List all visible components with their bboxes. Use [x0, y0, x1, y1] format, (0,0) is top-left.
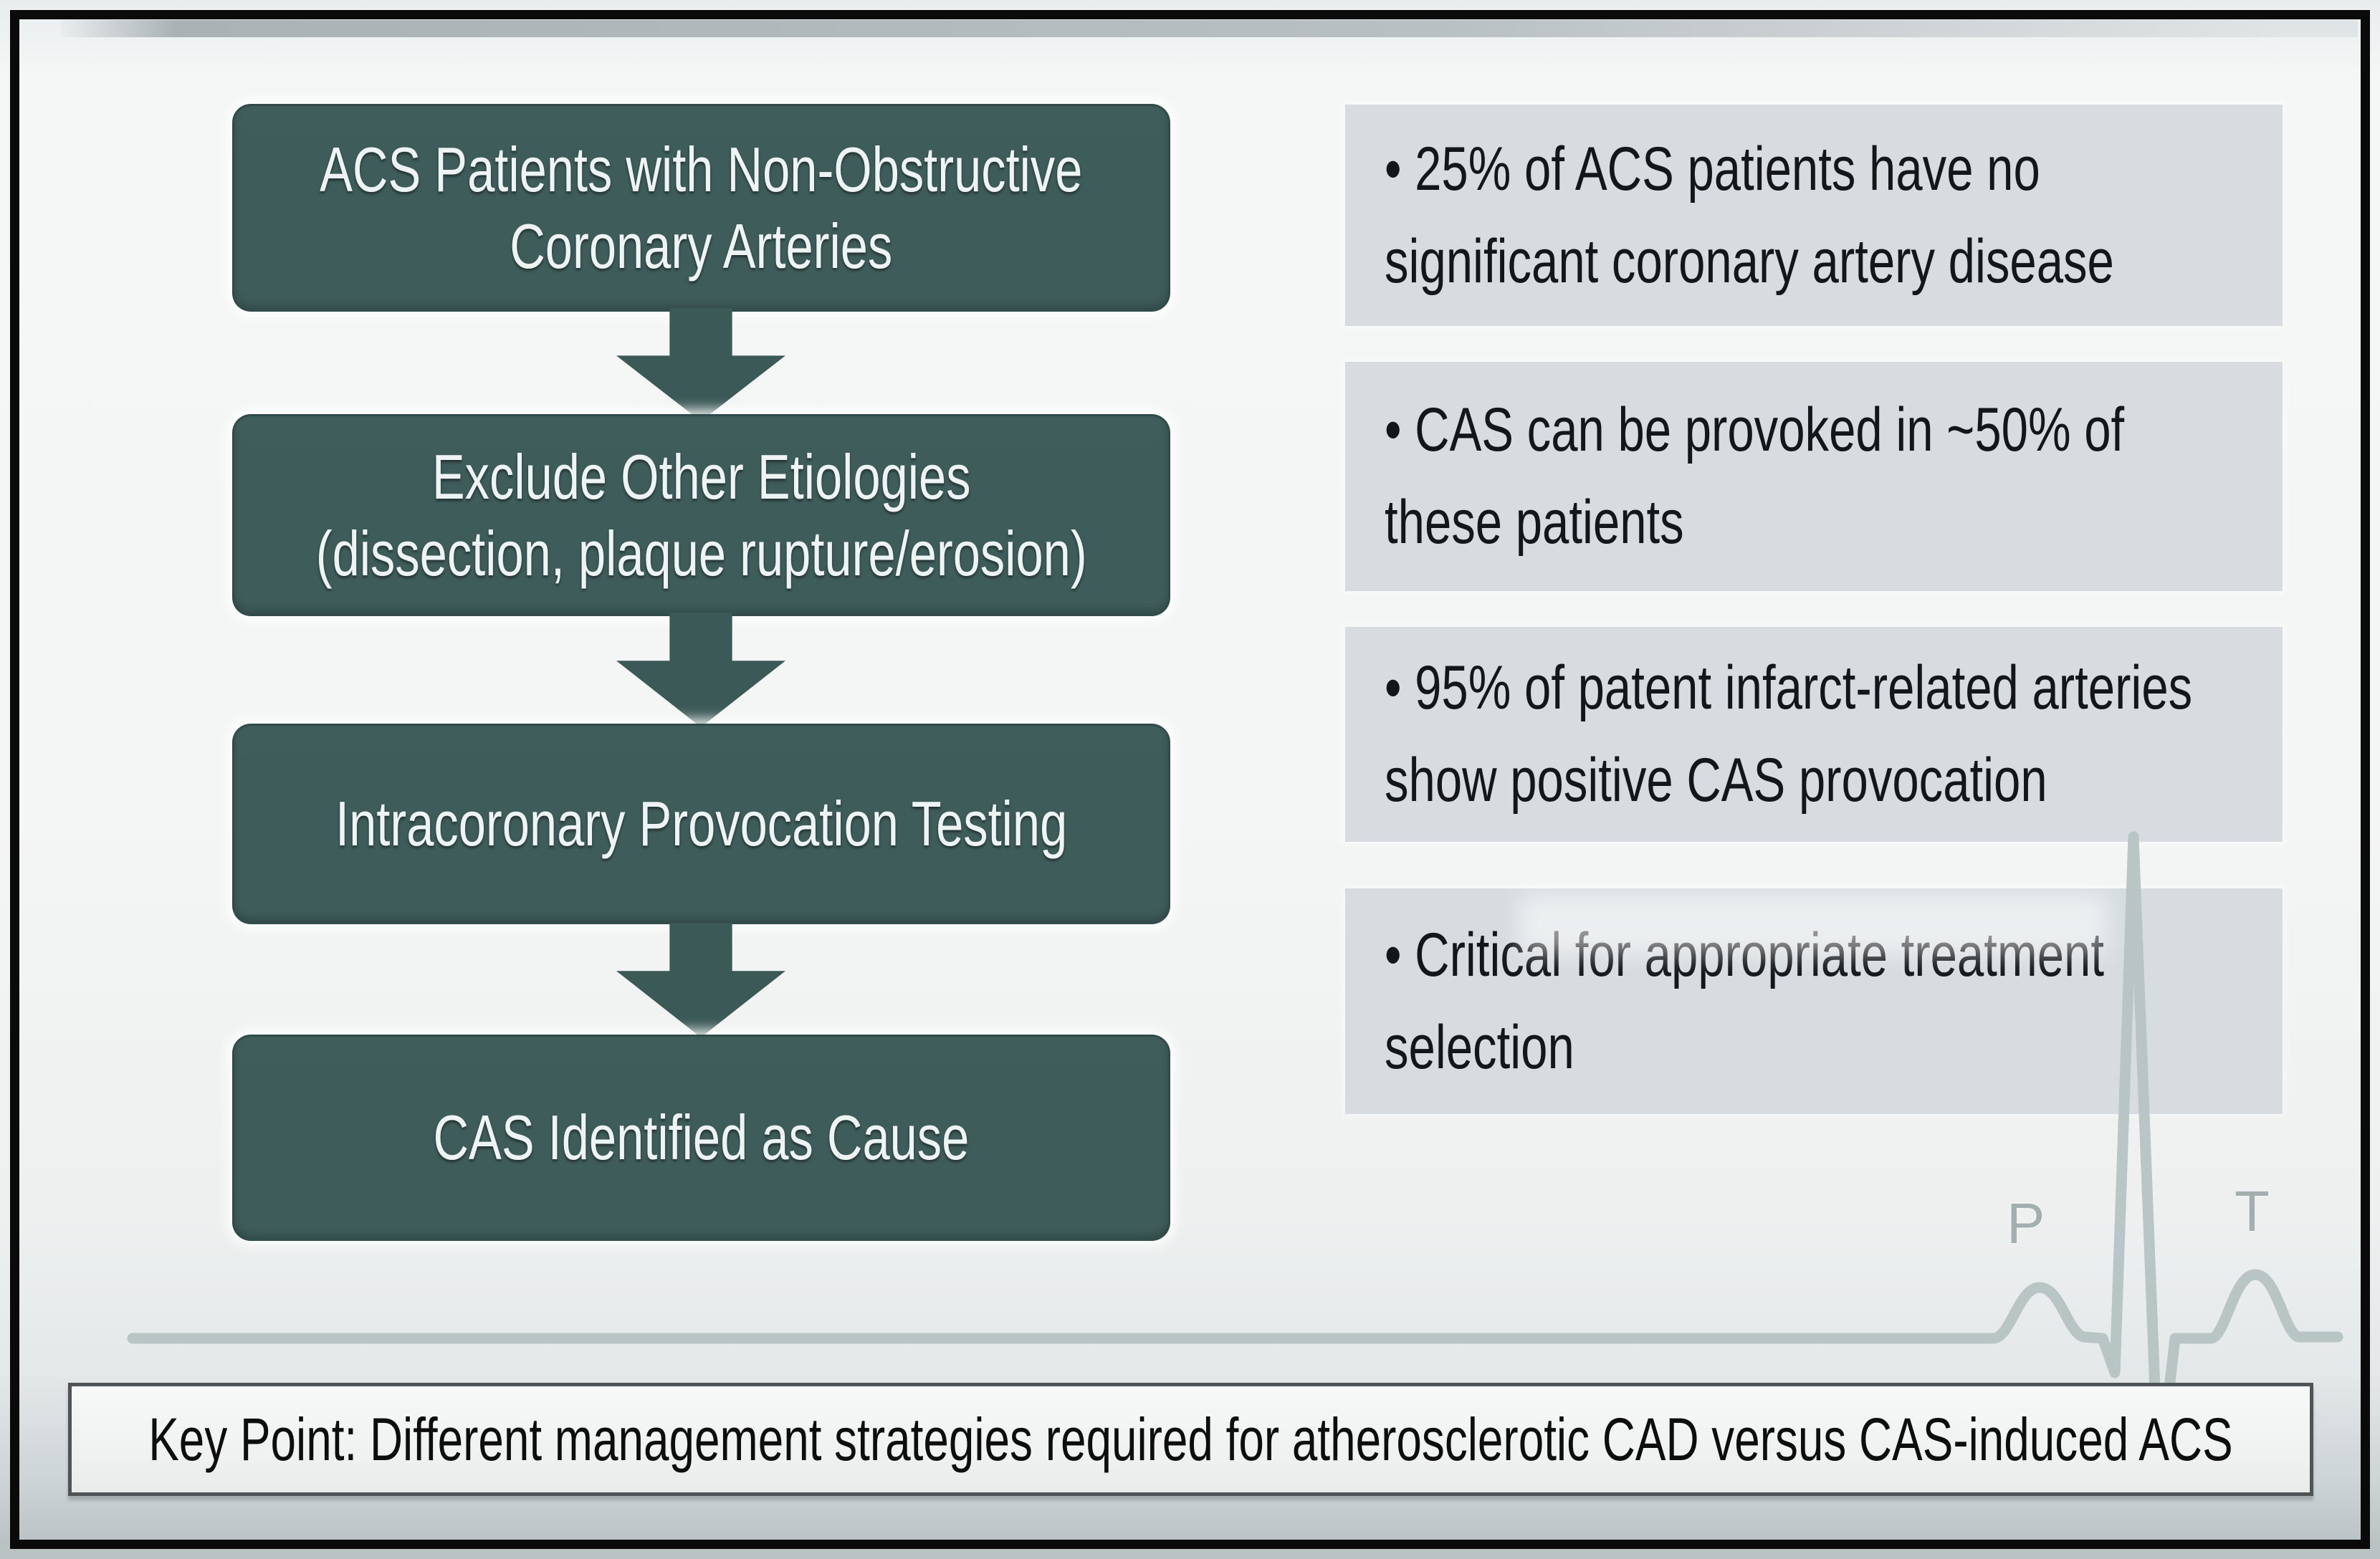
down-arrow-icon — [616, 923, 785, 1037]
bullet-text: • CAS can be provoked in ~50% of these p… — [1385, 384, 2124, 569]
flow-step-text: CAS Identified as Cause — [434, 1099, 970, 1176]
flow-step-text: Intracoronary Provocation Testing — [335, 785, 1067, 862]
bullet-line: these patients — [1385, 488, 1684, 557]
flow-step-line: ACS Patients with Non-Obstructive — [320, 133, 1083, 205]
bullet-text: • 25% of ACS patients have no significan… — [1385, 123, 2114, 308]
bullet-line: • CAS can be provoked in ~50% of — [1385, 395, 2125, 464]
key-point-text: Key Point: Different management strategi… — [148, 1405, 2233, 1473]
bullet-card-2: • CAS can be provoked in ~50% of these p… — [1345, 362, 2283, 591]
flow-step-line: (dissection, plaque rupture/erosion) — [315, 518, 1087, 589]
bullet-card-3: • 95% of patent infarct-related arteries… — [1345, 627, 2283, 842]
flow-step-line: CAS Identified as Cause — [433, 1102, 970, 1174]
bullet-line: selection — [1385, 1012, 1574, 1082]
top-edge-strip — [61, 20, 2358, 37]
flow-step-box-3: Intracoronary Provocation Testing — [232, 724, 1170, 924]
bullet-line: • 95% of patent infarct-related arteries — [1385, 653, 2193, 722]
bullet-card-1: • 25% of ACS patients have no significan… — [1345, 105, 2283, 326]
flow-step-line: Intracoronary Provocation Testing — [335, 788, 1068, 860]
flow-step-line: Exclude Other Etiologies — [431, 441, 971, 512]
flow-step-line: Coronary Arteries — [510, 211, 893, 282]
key-point-bar: Key Point: Different management strategi… — [68, 1383, 2313, 1496]
flow-step-box-1: ACS Patients with Non-Obstructive Corona… — [232, 104, 1170, 312]
flow-step-box-2: Exclude Other Etiologies (dissection, pl… — [232, 414, 1170, 616]
flow-step-text: ACS Patients with Non-Obstructive Corona… — [320, 131, 1082, 285]
faded-highlight-patch — [1519, 894, 2107, 954]
ecg-p-label: P — [2007, 1191, 2045, 1255]
ecg-t-label: T — [2235, 1179, 2270, 1243]
down-arrow-icon — [616, 308, 785, 421]
bullet-line: significant coronary artery disease — [1385, 226, 2114, 296]
bullet-text: • 95% of patent infarct-related arteries… — [1385, 642, 2192, 827]
down-arrow-icon — [616, 613, 785, 727]
flow-step-box-4: CAS Identified as Cause — [232, 1035, 1170, 1241]
flow-step-text: Exclude Other Etiologies (dissection, pl… — [316, 438, 1087, 593]
bullet-line: • 25% of ACS patients have no — [1385, 134, 2040, 203]
bullet-line: show positive CAS provocation — [1385, 746, 2047, 815]
